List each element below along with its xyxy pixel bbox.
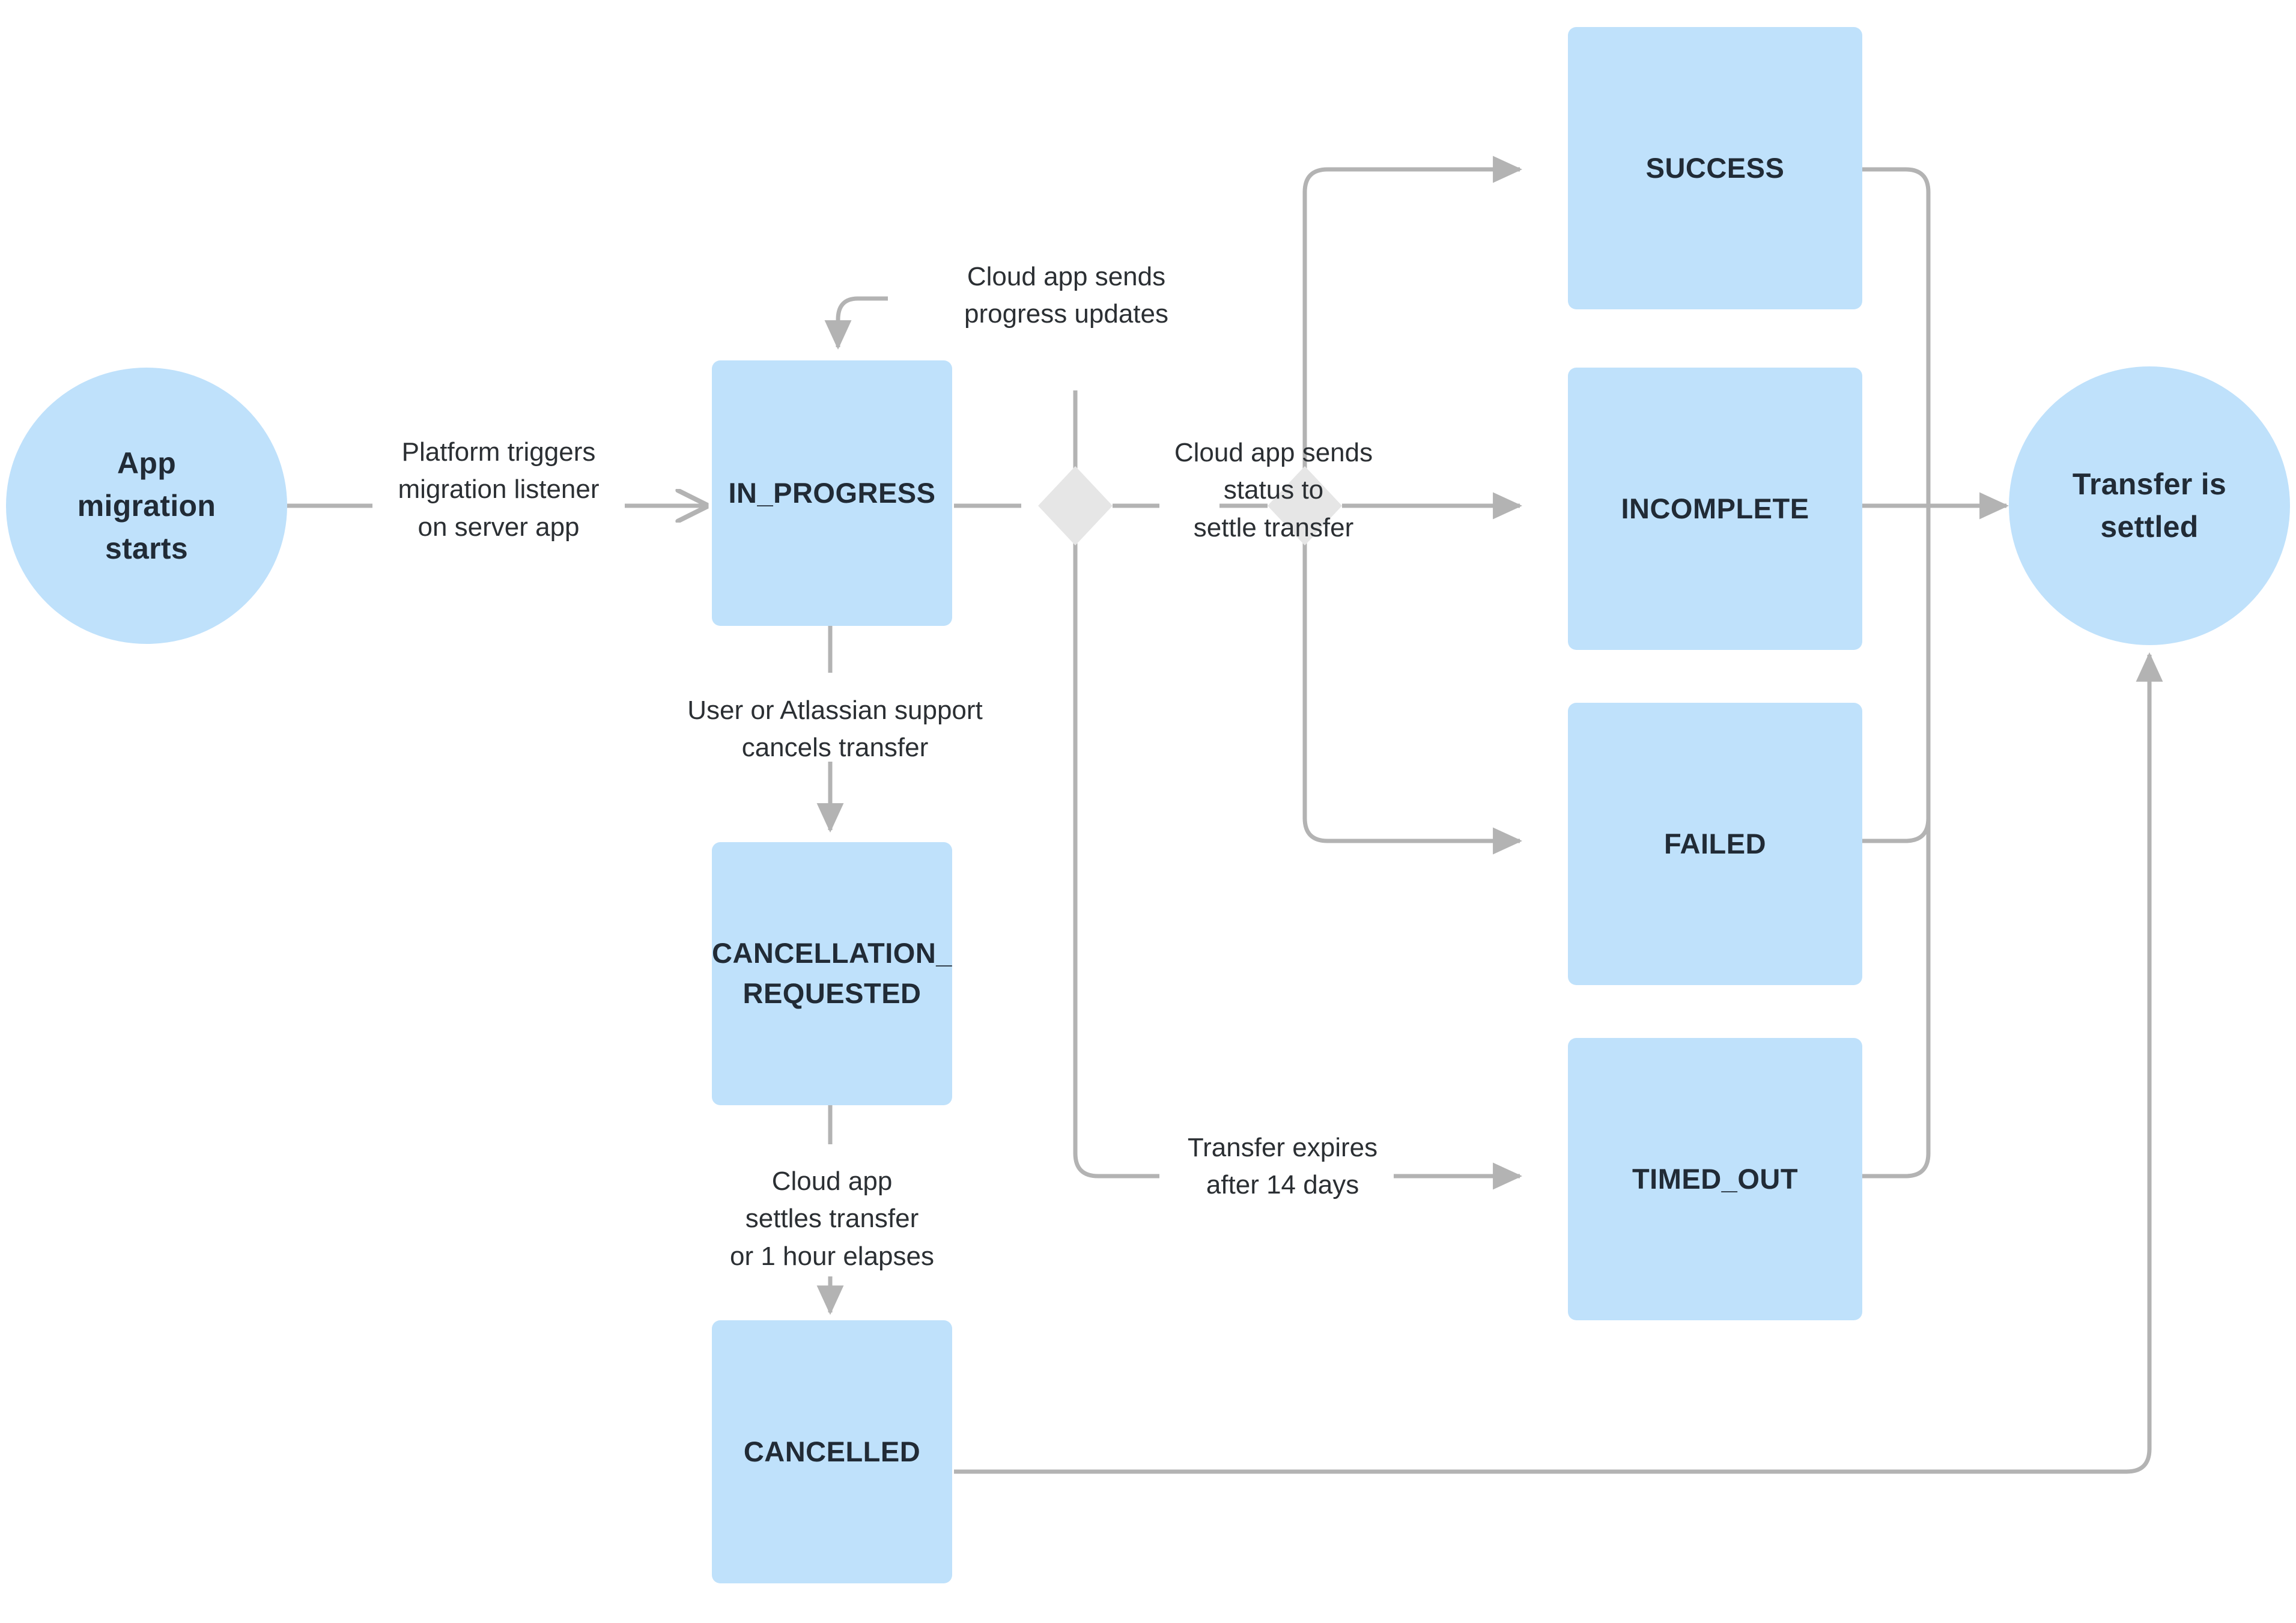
node-shapes — [6, 27, 2290, 1583]
edge-timed-out-to-merge — [1862, 506, 1931, 1179]
node-in-progress[interactable] — [712, 360, 952, 626]
edge-decision2-to-failed — [1302, 541, 1523, 855]
edge-success-to-merge — [1862, 167, 1931, 506]
edge-progress-updates-loop — [824, 296, 888, 350]
node-timed-out[interactable] — [1568, 1038, 1862, 1320]
node-decision-2[interactable] — [1268, 466, 1342, 545]
edge-decision1-down — [1073, 541, 1159, 1179]
node-success[interactable] — [1568, 27, 1862, 309]
node-start[interactable] — [6, 368, 287, 644]
node-decision-1[interactable] — [1038, 466, 1113, 545]
node-incomplete[interactable] — [1568, 368, 1862, 650]
node-cancelled[interactable] — [712, 1320, 952, 1583]
edge-decision2-to-success — [1302, 156, 1523, 472]
node-end[interactable] — [2009, 366, 2290, 645]
edge-failed-to-merge — [1862, 506, 1931, 843]
node-cancellation-requested[interactable] — [712, 842, 952, 1105]
edge-cancelled-to-settled — [954, 652, 2163, 1474]
node-failed[interactable] — [1568, 703, 1862, 985]
